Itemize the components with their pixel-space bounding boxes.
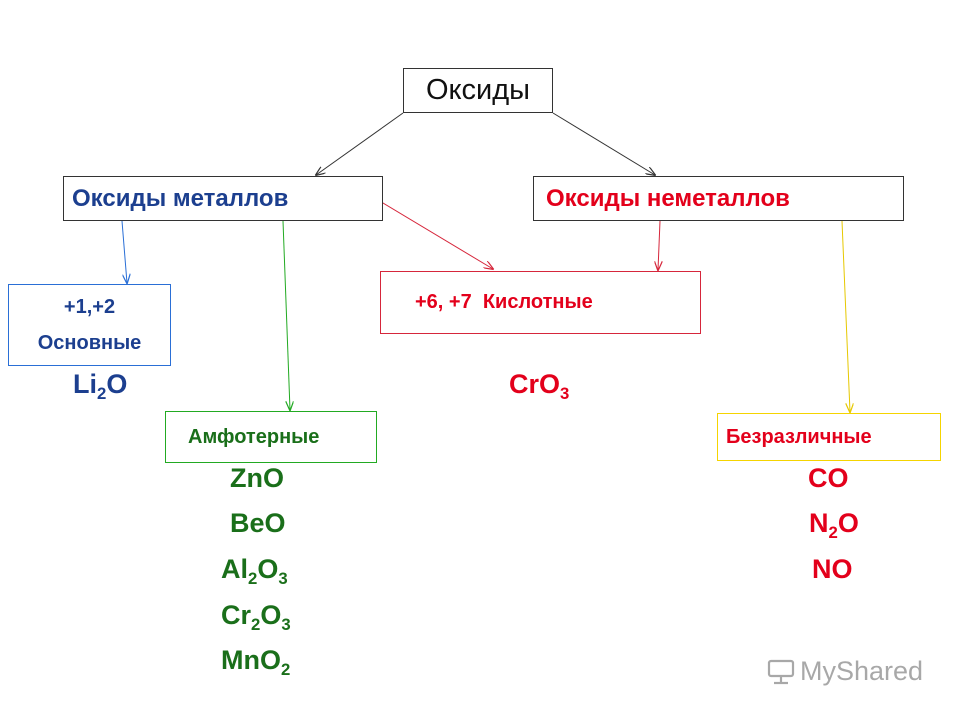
- amphoteric-label: Амфотерные: [188, 425, 320, 448]
- basic-label: Основные: [37, 332, 142, 354]
- watermark-text: MyShared: [800, 656, 924, 686]
- indifferent-label: Безразличные: [726, 425, 872, 448]
- acidic-label: +6, +7 Кислотные: [415, 291, 593, 313]
- basic-charge: +1,+2: [63, 296, 116, 318]
- arrow-root-to-metals: [316, 112, 404, 175]
- amphoteric-example-4: Cr2O3: [221, 600, 291, 634]
- indifferent-example-2: N2O: [809, 508, 859, 542]
- arrow-nonmetals-to-acidic: [658, 220, 660, 270]
- basic-box: +1,+2 Основные: [8, 284, 171, 366]
- acidic-example-formula: CrO3: [509, 369, 570, 403]
- amphoteric-box: Амфотерные: [165, 411, 377, 463]
- root-box: Оксиды: [403, 68, 553, 113]
- nonmetals-label: Оксиды неметаллов: [546, 184, 790, 212]
- arrow-metals-to-basic: [121, 220, 127, 283]
- metals-box: Оксиды металлов: [63, 176, 383, 221]
- nonmetals-box: Оксиды неметаллов: [533, 176, 904, 221]
- root-label: Оксиды: [425, 74, 531, 106]
- amphoteric-example-3: Al2O3: [221, 554, 288, 588]
- arrow-metals-to-amphoteric: [282, 220, 290, 410]
- amphoteric-example-2: BeO: [230, 508, 286, 538]
- acidic-box: +6, +7 Кислотные: [380, 271, 701, 334]
- indifferent-box: Безразличные: [717, 413, 941, 461]
- arrow-metals-to-acidic: [377, 199, 493, 269]
- presentation-board-icon: [767, 659, 795, 684]
- amphoteric-example-5: MnO2: [221, 645, 291, 679]
- arrow-root-to-nonmetals: [552, 112, 655, 175]
- metals-label: Оксиды металлов: [72, 184, 289, 212]
- basic-example-formula: Li2O: [73, 369, 128, 403]
- amphoteric-example-1: ZnO: [230, 463, 284, 493]
- arrow-nonmetals-to-indifferent: [841, 220, 850, 412]
- indifferent-example-1: CO: [808, 463, 849, 493]
- indifferent-example-3: NO: [812, 554, 853, 584]
- watermark: MyShared: [766, 656, 923, 687]
